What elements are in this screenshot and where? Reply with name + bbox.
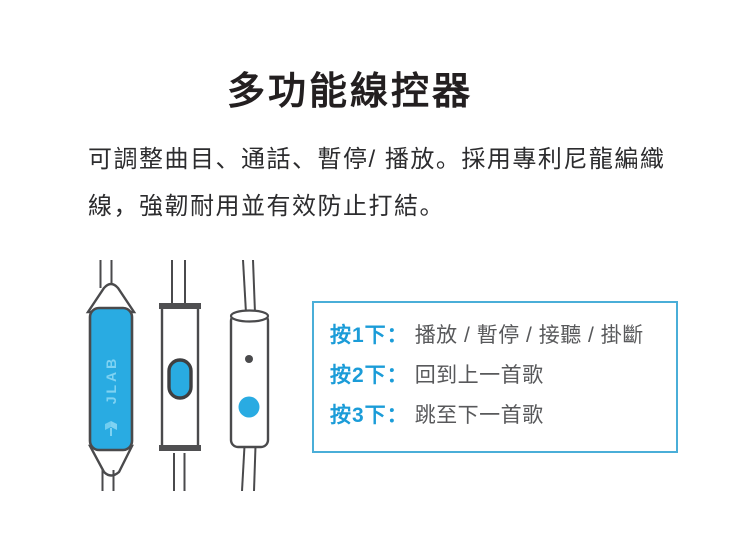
jlab-flag-logo-icon <box>105 421 117 436</box>
remote-pill-button-view <box>159 260 201 491</box>
pill-button-icon <box>167 358 193 400</box>
brand-label: JLAB <box>103 356 119 405</box>
page-title: 多功能線控器 <box>226 71 473 113</box>
remote-bottom-taper <box>87 444 134 477</box>
press-action-text: 回到上一首歌 <box>414 364 544 387</box>
remote-round-button-view <box>229 259 270 492</box>
remote-top-taper <box>85 282 137 314</box>
press-guide-box: 按1下： 播放 / 暫停 / 接聽 / 掛斷 按2下： 回到上一首歌 按3下： … <box>312 301 678 453</box>
remote-bottom-cap <box>159 445 201 451</box>
remote-illustration: JLAB <box>85 259 270 492</box>
press-count-label: 按2下： <box>330 364 409 387</box>
cable-top-icon <box>171 260 186 305</box>
remote-top-ellipse <box>229 309 270 323</box>
press-action-text: 播放 / 暫停 / 接聽 / 掛斷 <box>414 324 644 347</box>
guide-row-press-twice: 按2下： 回到上一首歌 <box>330 354 676 394</box>
cable-bottom-icon <box>173 453 186 491</box>
guide-row-press-once: 按1下： 播放 / 暫停 / 接聽 / 掛斷 <box>330 314 676 354</box>
press-action-text: 跳至下一首歌 <box>414 404 544 427</box>
remote-top-cap <box>159 303 201 309</box>
mic-hole-icon <box>245 355 253 363</box>
remote-blue-body <box>88 306 134 452</box>
cable-top-icon <box>242 259 256 314</box>
guide-row-press-thrice: 按3下： 跳至下一首歌 <box>330 394 676 434</box>
cable-bottom-icon <box>241 445 257 492</box>
round-button-icon <box>238 396 260 418</box>
remote-body <box>229 312 270 449</box>
cable-bottom-icon <box>101 470 115 491</box>
jlab-remote-branded-view: JLAB <box>85 260 137 491</box>
product-description: 可調整曲目、通話、暫停/ 播放。採用專利尼龍編織線，強韌耐用並有效防止打結。 <box>88 146 666 220</box>
press-count-label: 按3下： <box>330 404 409 427</box>
press-count-label: 按1下： <box>330 324 409 347</box>
